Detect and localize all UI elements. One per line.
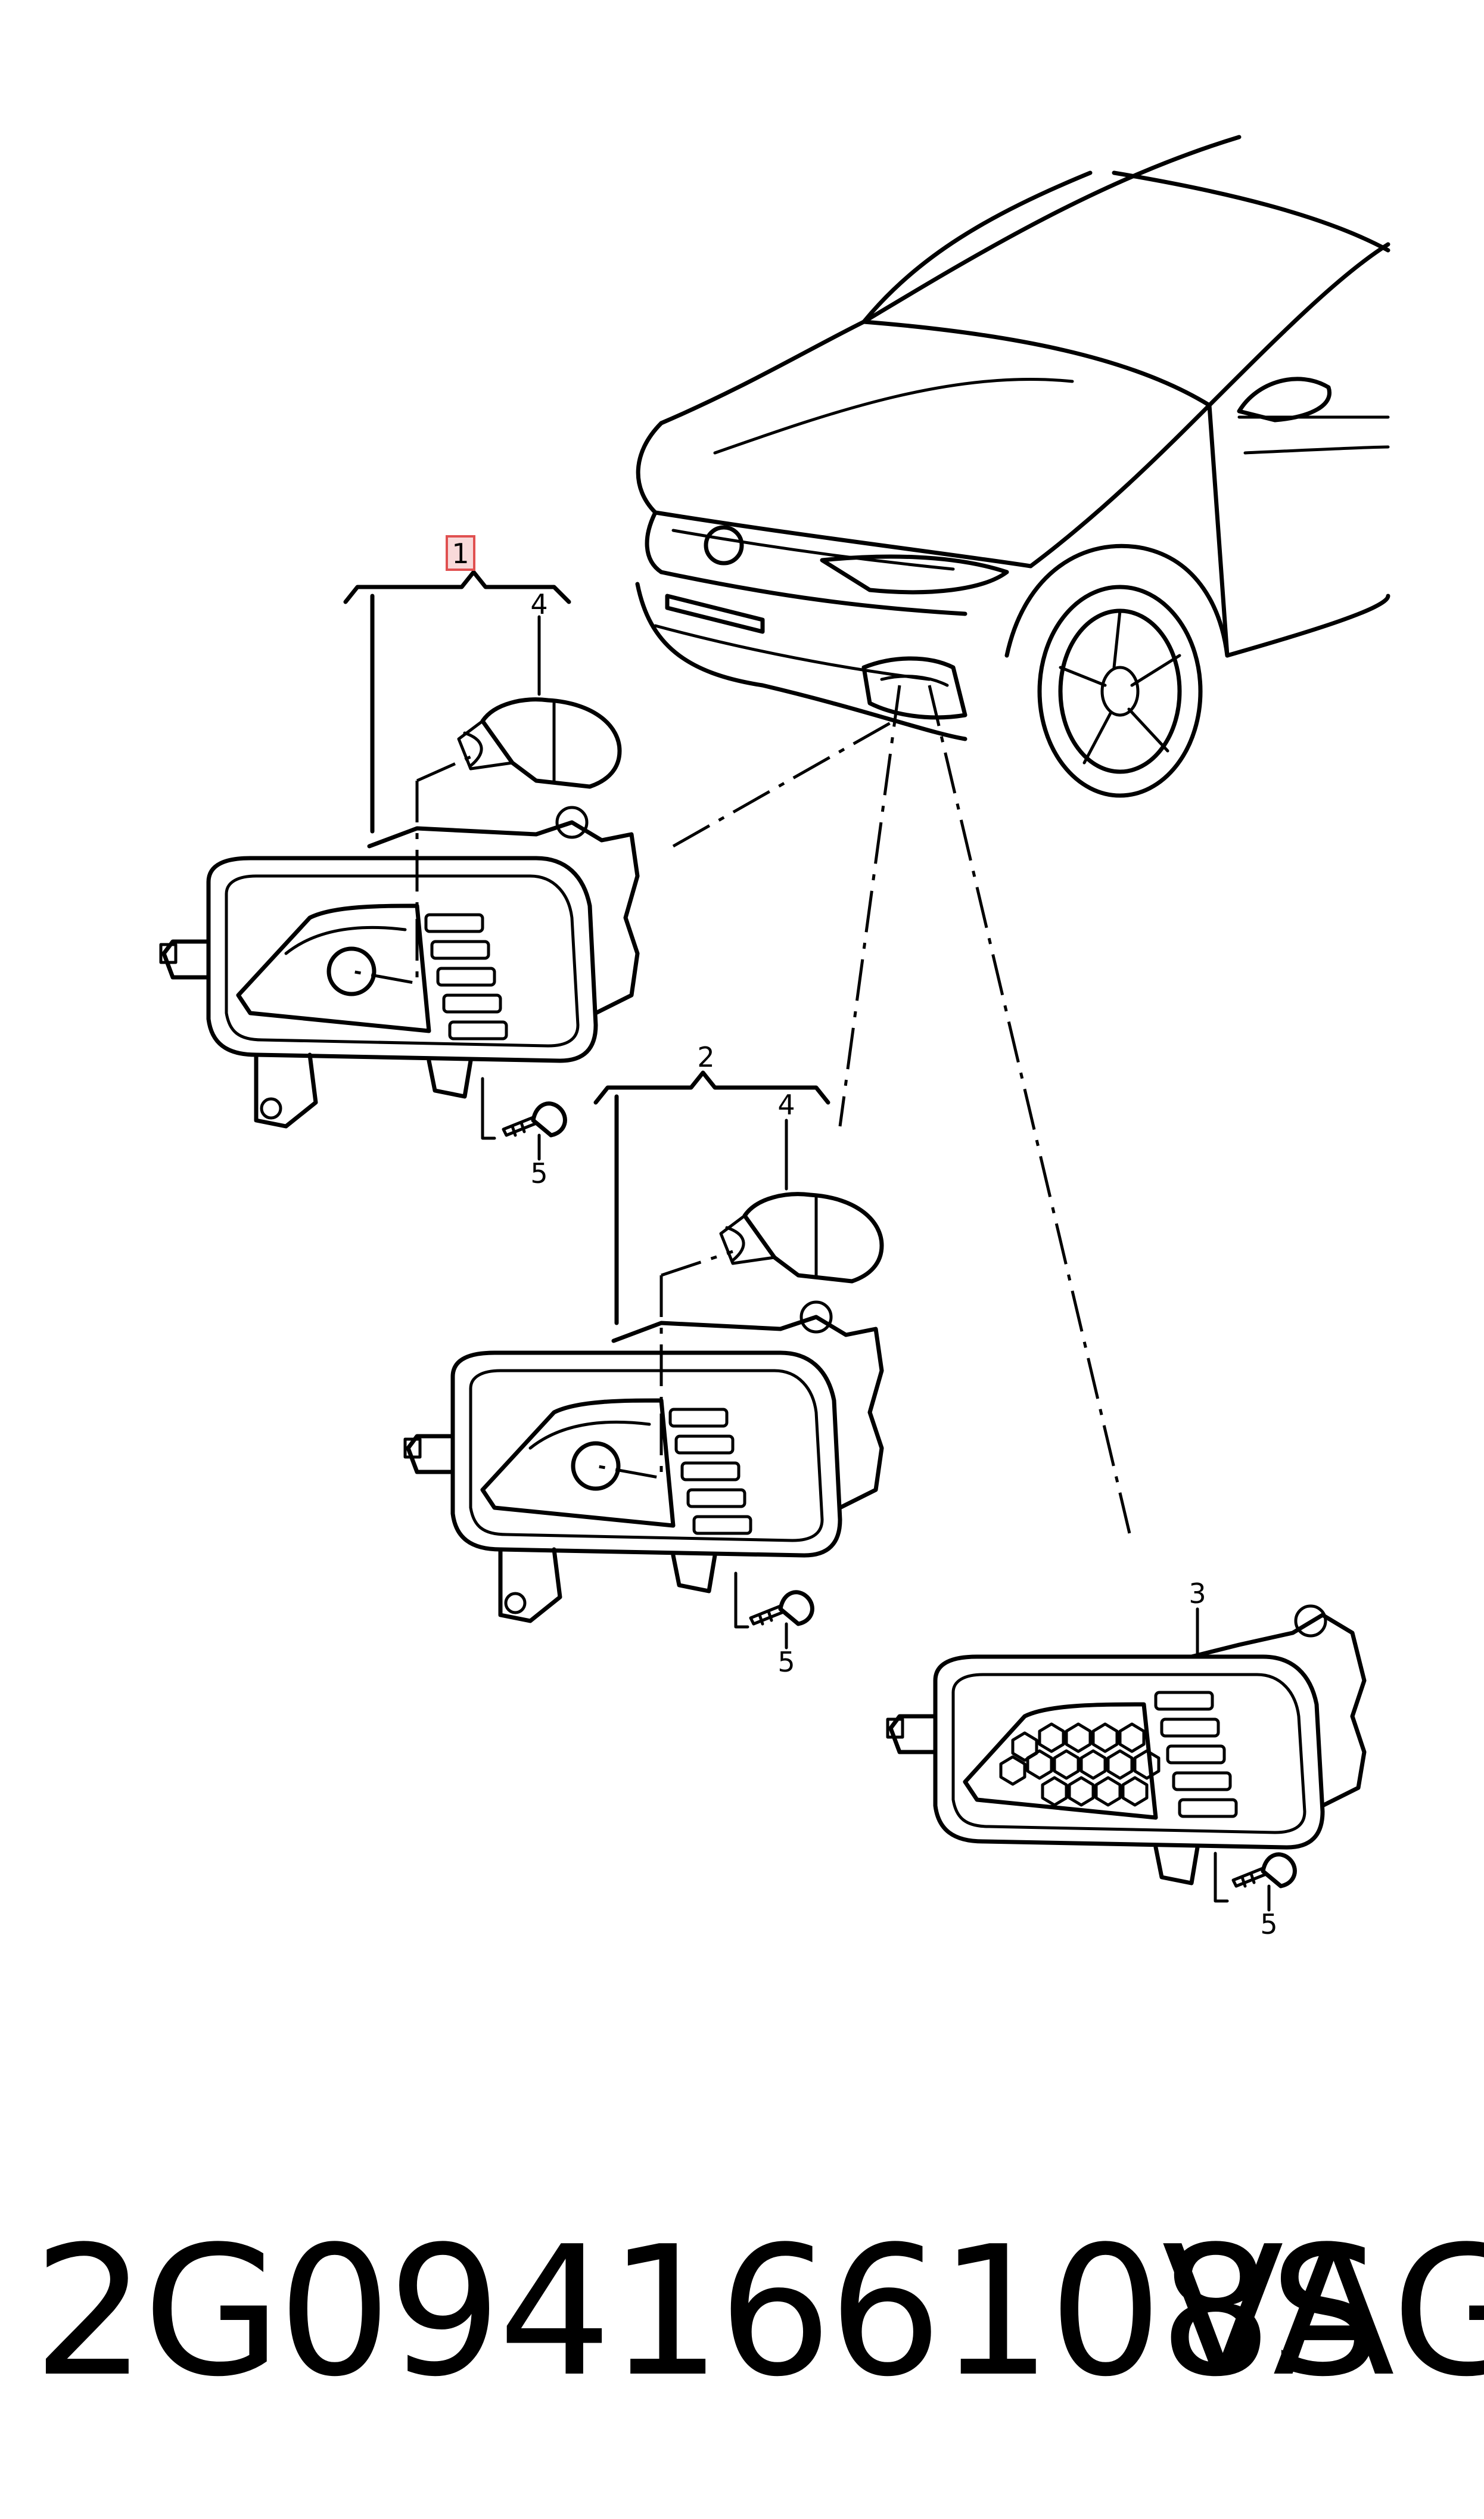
callout-3: 3	[1189, 1577, 1206, 1610]
bulb-icon	[457, 697, 622, 789]
part-number: 2G094166108S	[33, 2208, 1383, 2416]
fog-light-assembly-2	[403, 1070, 884, 1650]
callout-1: 1	[452, 538, 469, 570]
honeycomb-grille	[999, 1722, 1161, 1807]
callout-2: 2	[697, 1041, 714, 1073]
callout-labels: 1 4 5 2 4 5 3 5	[446, 535, 1278, 1940]
screw-icon	[502, 1101, 567, 1138]
fog-light-assembly-1	[159, 570, 640, 1161]
bulb-icon	[719, 1192, 884, 1284]
leader-lines	[672, 685, 1134, 1544]
car-illustration	[635, 135, 1390, 798]
screw-icon	[749, 1590, 814, 1626]
callout-5-mid: 5	[777, 1646, 795, 1678]
callout-5-bottom: 5	[1260, 1908, 1277, 1940]
screw-icon	[1231, 1852, 1297, 1889]
callout-4-top: 4	[530, 588, 547, 620]
callout-5-top: 5	[530, 1157, 547, 1189]
fog-light-cover-3	[886, 1604, 1367, 1912]
callout-4-mid: 4	[777, 1089, 795, 1121]
brand-name: VAG	[1162, 2208, 1484, 2416]
highlight-box	[446, 535, 475, 571]
